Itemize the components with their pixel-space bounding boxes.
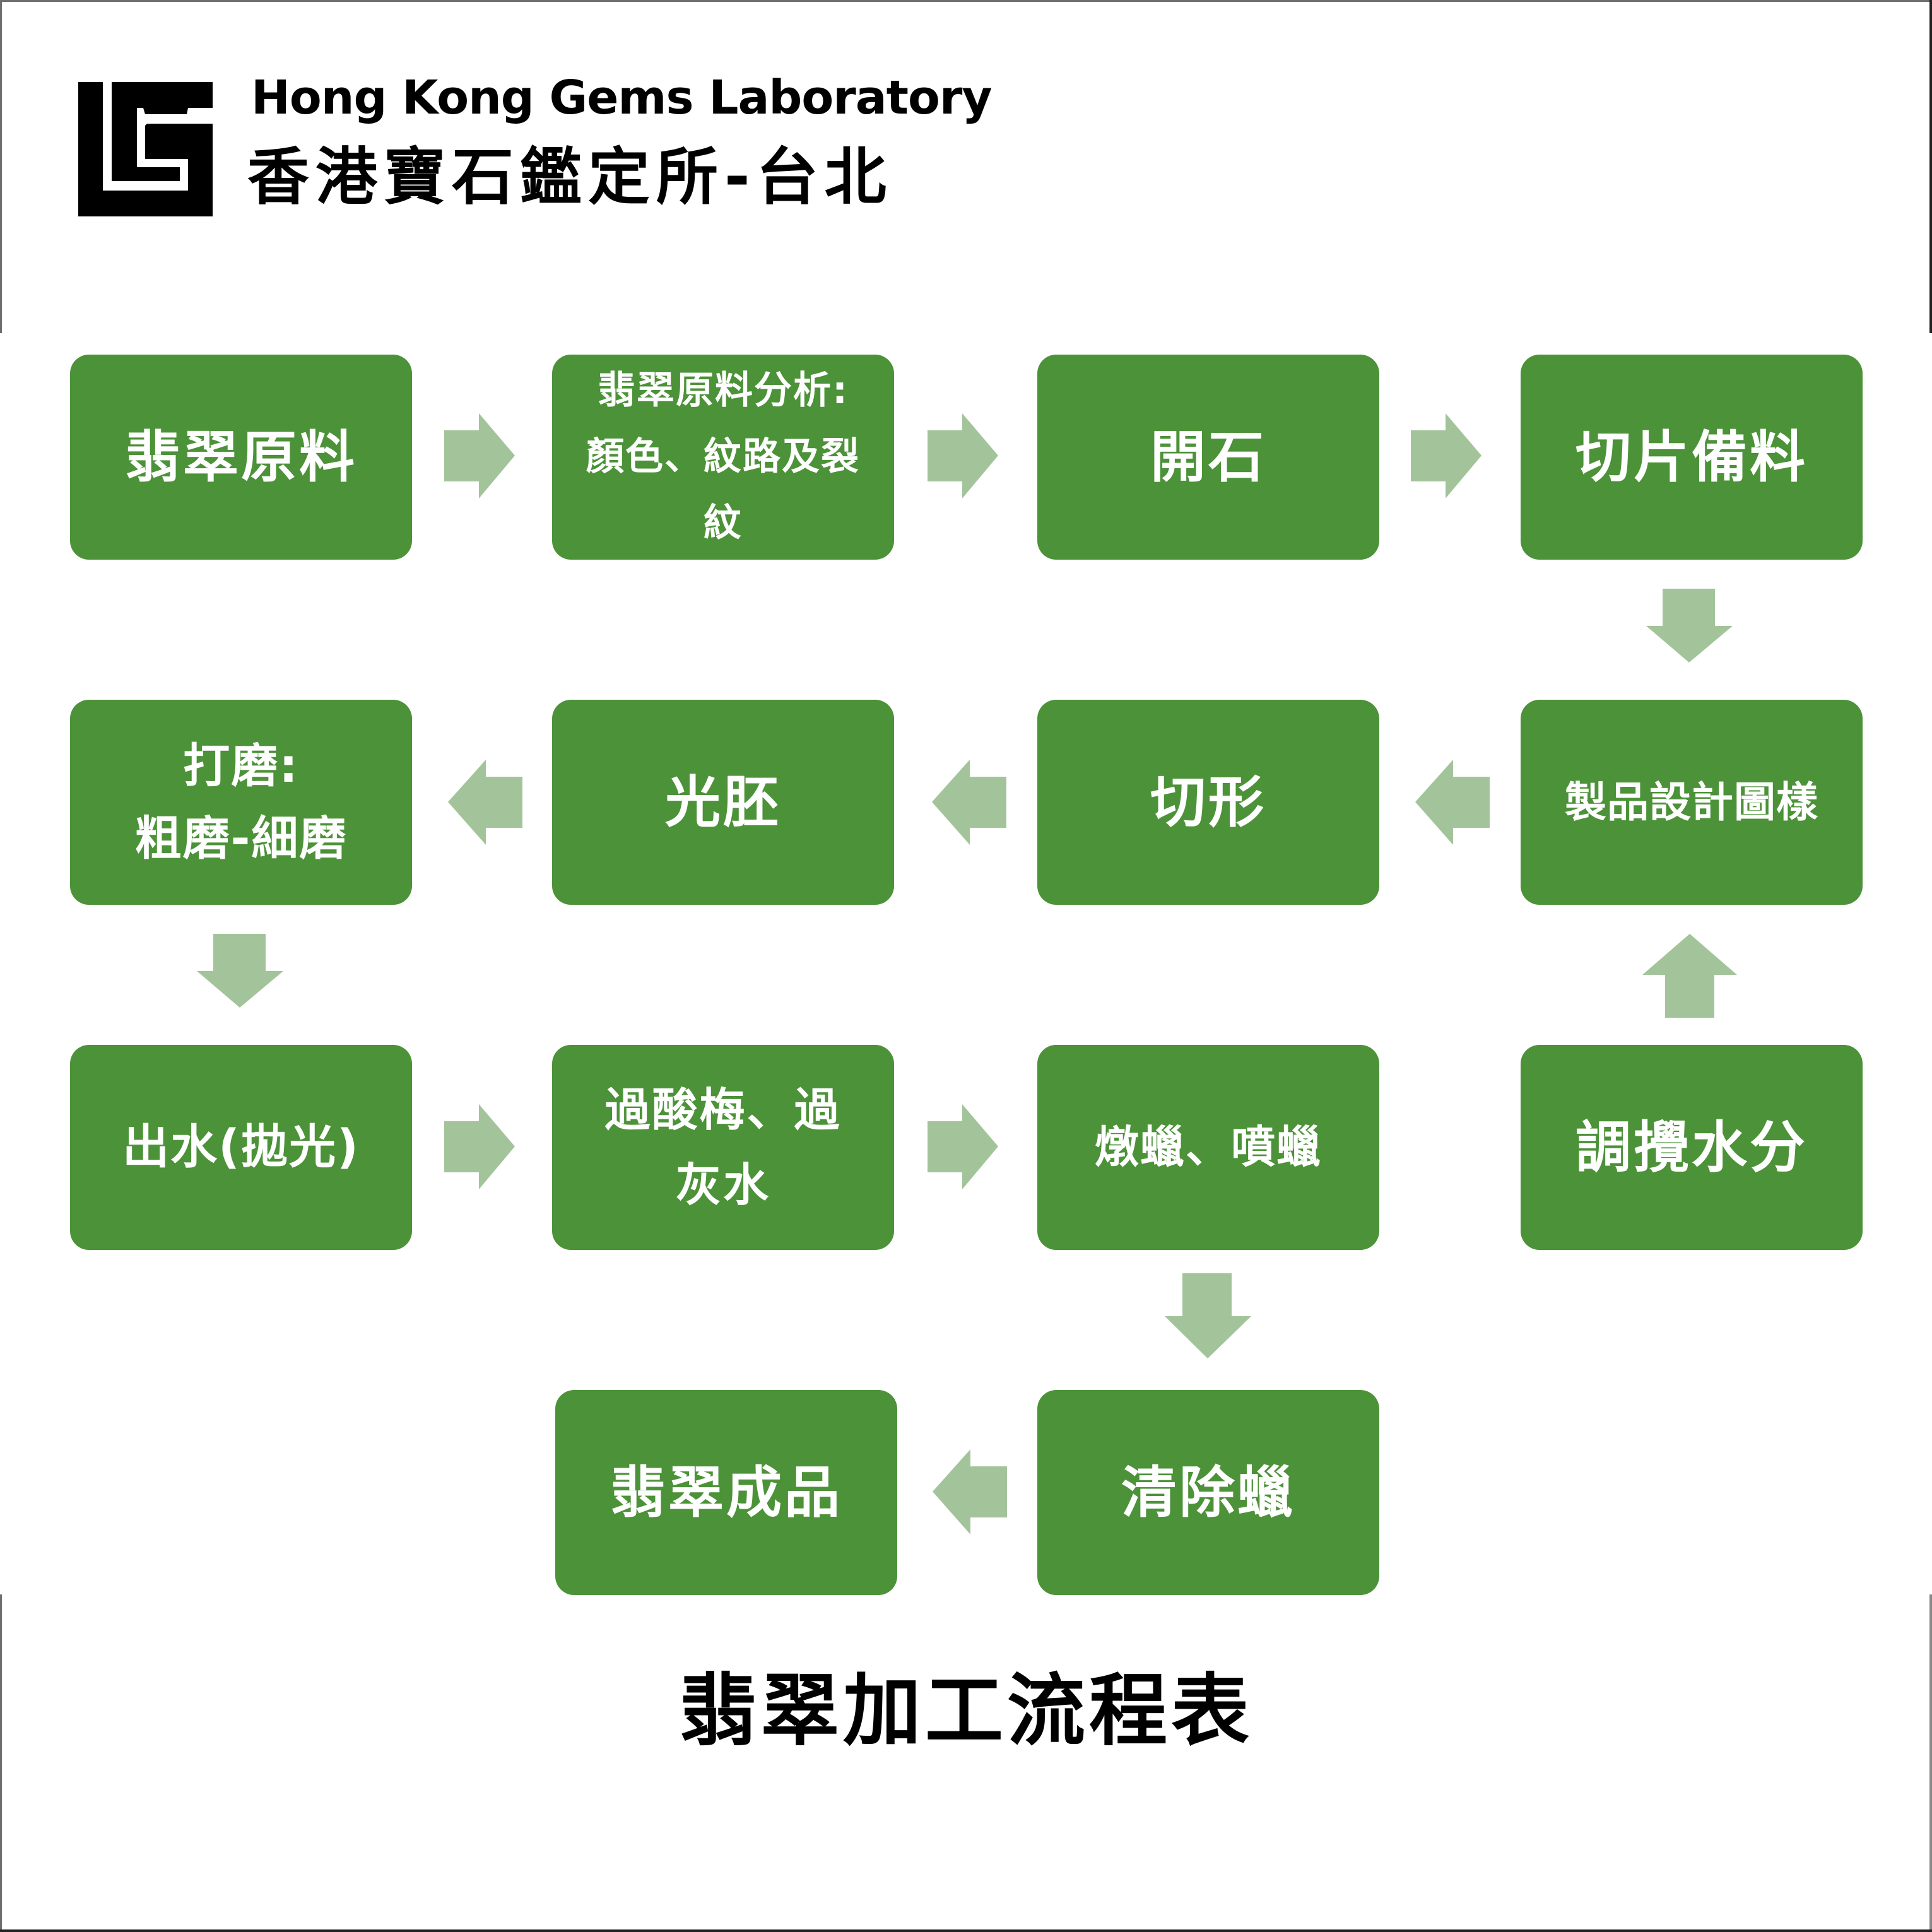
frame-left-line-bottom [0, 1594, 2, 1932]
frame-right-line-bottom [1929, 1594, 1932, 1932]
step-box-open-stone: 開石 [1037, 355, 1379, 560]
step-label: 翡翠原料 [124, 424, 357, 490]
arrow-right-icon [928, 1104, 998, 1189]
step-box-slice-prep: 切片備料 [1521, 355, 1863, 560]
frame-left-line-top [0, 0, 2, 333]
brand-name-chinese: 香港寶石鑑定所-台北 [247, 141, 893, 213]
step-box-polish: 出水(拋光) [70, 1045, 412, 1250]
step-label: 調攪水分 [1575, 1114, 1808, 1180]
step-box-raw-analysis: 翡翠原料分析: 顏色、紋路及裂 紋 [552, 355, 894, 560]
step-label: 燉蠟、噴蠟 [1095, 1121, 1322, 1174]
step-box-acid-lime: 過酸梅、過 灰水 [552, 1045, 894, 1250]
step-label: 切片備料 [1575, 424, 1808, 490]
step-box-rough-blank: 光胚 [552, 700, 894, 905]
step-box-wax-coat: 燉蠟、噴蠟 [1037, 1045, 1379, 1250]
arrow-down-icon [1165, 1273, 1251, 1358]
step-label: 打磨: 粗磨-細磨 [134, 738, 348, 866]
step-label: 切形 [1150, 769, 1266, 835]
arrow-right-icon [928, 413, 998, 498]
step-label: 過酸梅、過 灰水 [604, 1083, 842, 1211]
arrow-right-icon [1411, 413, 1481, 498]
arrow-left-icon [932, 760, 1006, 845]
frame-right-line-top [1929, 0, 1932, 333]
frame-top-line [0, 0, 1932, 2]
hkgl-logo-icon [78, 82, 213, 216]
step-box-shape-cut: 切形 [1037, 700, 1379, 905]
step-box-moisture-adjust: 調攪水分 [1521, 1045, 1863, 1250]
arrow-left-icon [1415, 760, 1490, 845]
step-box-grinding: 打磨: 粗磨-細磨 [70, 700, 412, 905]
arrow-right-icon [444, 413, 515, 498]
step-box-raw-jade: 翡翠原料 [70, 355, 412, 560]
step-label: 出水(拋光) [122, 1119, 360, 1174]
frame-bottom-line [0, 1929, 1932, 1932]
step-label: 翡翠成品 [610, 1459, 842, 1525]
brand-name-english: Hong Kong Gems Laboratory [251, 71, 993, 125]
arrow-left-icon [448, 760, 522, 845]
step-box-design-pattern: 製品設計圖樣 [1521, 700, 1863, 905]
arrow-up-icon [1642, 934, 1737, 1018]
arrow-right-icon [444, 1104, 515, 1189]
arrow-left-icon [933, 1449, 1007, 1534]
step-box-remove-wax: 清除蠟 [1037, 1390, 1379, 1595]
chart-title: 翡翠加工流程表 [678, 1666, 1253, 1757]
step-label: 光胚 [664, 769, 781, 835]
arrow-down-icon [197, 934, 283, 1008]
step-label: 製品設計圖樣 [1565, 777, 1818, 827]
step-box-finished-jade: 翡翠成品 [555, 1390, 897, 1595]
arrow-down-icon [1646, 589, 1733, 663]
step-label: 開石 [1150, 424, 1266, 490]
step-label: 翡翠原料分析: 顏色、紋路及裂 紋 [586, 368, 860, 545]
step-label: 清除蠟 [1121, 1459, 1295, 1525]
